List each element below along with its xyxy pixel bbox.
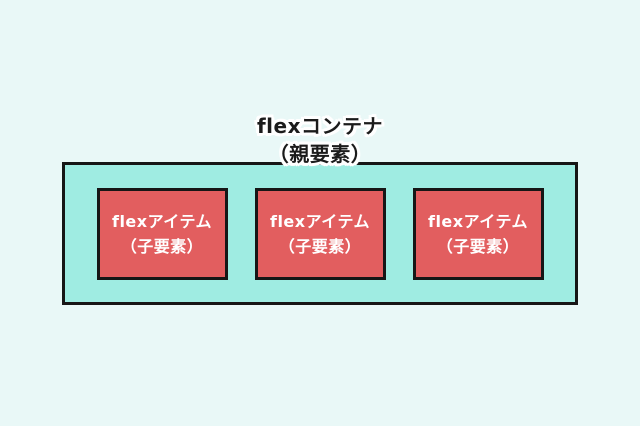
flex-item-3-label-line2: （子要素） [436,236,520,256]
flex-container-label-line1: flexコンテナ [256,114,384,138]
flex-container-label: flexコンテナ （親要素） [0,112,640,168]
flex-item-1-label-line2: （子要素） [120,236,204,256]
flex-container-label-line2: （親要素） [268,142,372,166]
flex-item-box-3: flexアイテム （子要素） [412,187,544,280]
flex-item-box-1: flexアイテム （子要素） [96,187,228,280]
flex-item-3-label-line1: flexアイテム [427,211,529,231]
flex-item-box-2: flexアイテム （子要素） [254,187,386,280]
flex-container-box: flexアイテム （子要素） flexアイテム （子要素） flexアイテム （… [62,162,578,305]
flex-item-2-label-line2: （子要素） [278,236,362,256]
flex-item-1-label-line1: flexアイテム [111,211,213,231]
flex-item-2-label-line1: flexアイテム [269,211,371,231]
